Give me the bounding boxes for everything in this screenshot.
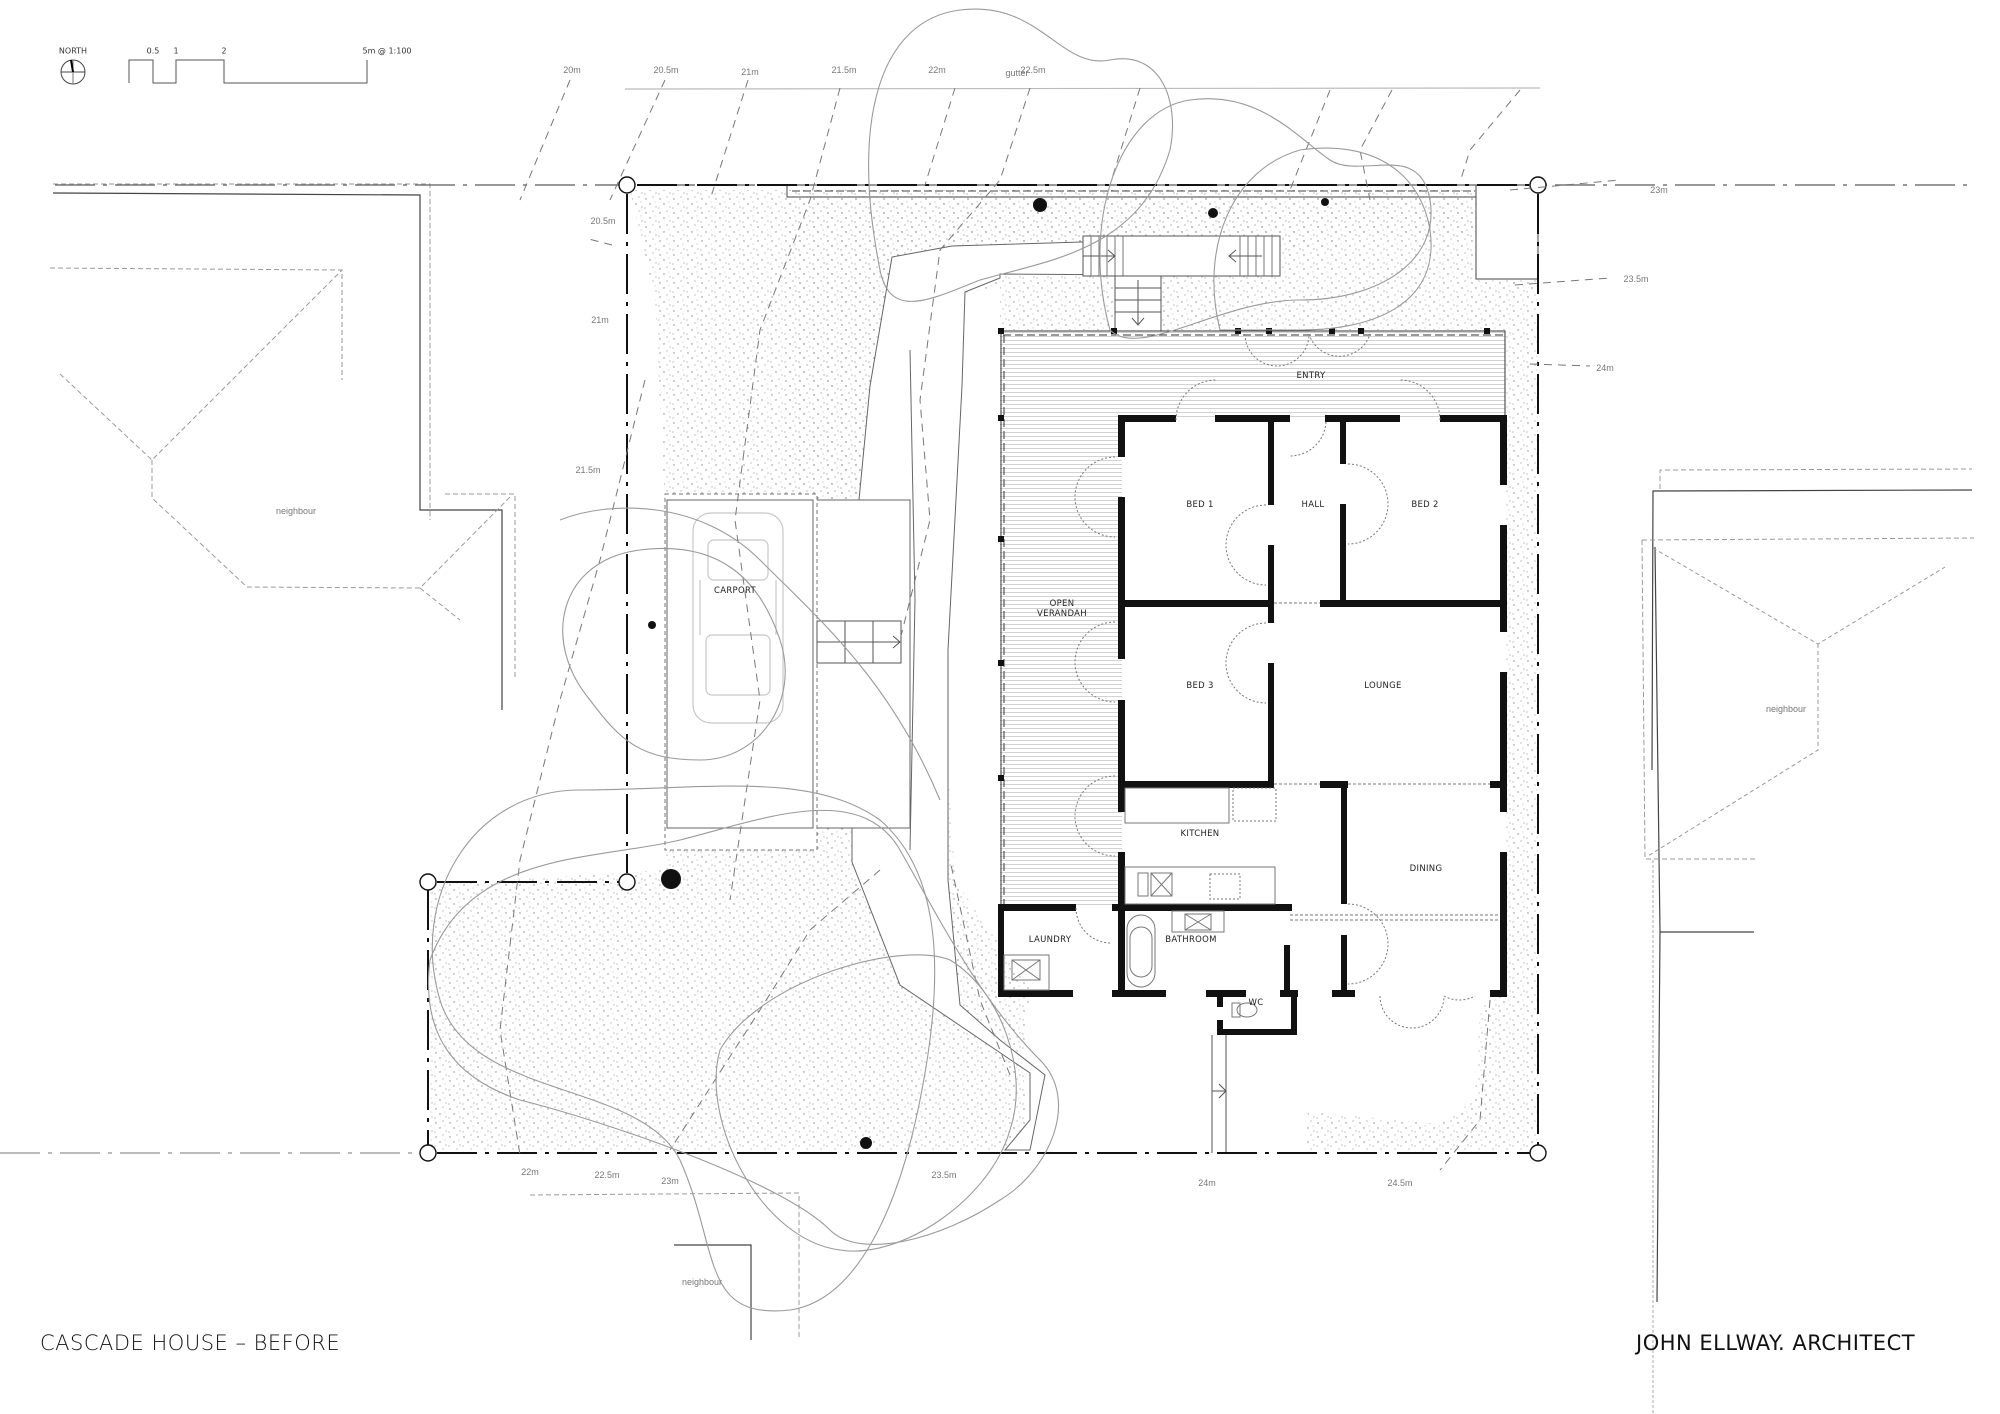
scale-tick-0-5: 0.5 [146,46,160,56]
contour-bottom-23-5m: 23.5m [931,1170,957,1180]
contour-left-21m: 21m [591,315,609,325]
room-label-bed1: BED 1 [1186,500,1214,510]
neighbour-left-label: neighbour [275,506,317,516]
verandah-line-2: VERANDAH [1037,609,1087,619]
front-fence-strip [786,184,1539,280]
contour-bottom-23m: 23m [661,1176,679,1186]
property-boundary [0,184,1975,1154]
room-label-bed3: BED 3 [1186,681,1214,691]
side-path [1211,1035,1227,1153]
contour-bottom-22-5m: 22.5m [594,1170,620,1180]
room-label-wc: WC [1248,998,1264,1008]
room-label-bathroom: BATHROOM [1165,935,1217,945]
room-label-bed2: BED 2 [1411,500,1439,510]
tree-trunks [648,198,1329,1149]
contour-top-22m: 22m [928,65,946,75]
scale-tick-2: 2 [221,46,227,56]
room-label-verandah: OPEN VERANDAH [1037,599,1087,619]
gutter-label: gutter [1005,68,1029,78]
contour-left-21-5m: 21.5m [575,465,601,475]
room-label-hall: HALL [1301,500,1325,510]
contour-top-21-5m: 21.5m [831,65,857,75]
gravel-landscape [430,190,1538,1150]
contour-right-24m: 24m [1596,363,1614,373]
project-title: CASCADE HOUSE – BEFORE [40,1331,341,1355]
house-fixtures [1003,333,1500,1029]
contour-left-20-5m: 20.5m [590,216,616,226]
neighbour-bottom-label: neighbour [681,1277,723,1287]
north-label: NORTH [58,46,88,56]
gutter-line [624,87,1541,90]
room-label-kitchen: KITCHEN [1180,829,1220,839]
contour-right-23-5m: 23.5m [1623,274,1649,284]
survey-pegs [419,176,1547,1162]
contour-top-22-5m: 22.5m [1020,65,1046,75]
carport [664,493,818,851]
scale-tick-1: 1 [173,46,179,56]
contour-right-23m: 23m [1650,185,1668,195]
room-label-lounge: LOUNGE [1364,681,1402,691]
room-label-carport: CARPORT [713,586,757,596]
contour-lines [499,79,1621,1171]
contour-bottom-24m: 24m [1198,1178,1216,1188]
contour-bottom-24-5m: 24.5m [1387,1178,1413,1188]
room-label-laundry: LAUNDRY [1028,935,1072,945]
verandah-line-1: OPEN [1049,599,1075,609]
room-label-entry: ENTRY [1296,371,1326,381]
scale-end-label: 5m @ 1:100 [362,46,412,56]
neighbour-left-outline [49,183,516,710]
neighbour-right-outline [1641,468,1975,1414]
house-walls [998,415,1507,1035]
tree-canopies [428,8,1432,1312]
contour-top-21m: 21m [741,67,759,77]
neighbour-bottom-outline [529,1192,800,1340]
contour-top-20m: 20m [563,65,581,75]
verandah-deck [998,328,1506,993]
north-arrow-icon [60,59,86,85]
neighbour-right-label: neighbour [1765,704,1807,714]
contour-bottom-22m: 22m [521,1167,539,1177]
contour-top-20-5m: 20.5m [653,65,679,75]
architect-name: JOHN ELLWAY. ARCHITECT [1636,1331,1916,1355]
entry-steps [1082,235,1281,332]
room-label-dining: DINING [1409,864,1443,874]
scale-bar [128,59,368,84]
carport-steps [816,620,902,664]
